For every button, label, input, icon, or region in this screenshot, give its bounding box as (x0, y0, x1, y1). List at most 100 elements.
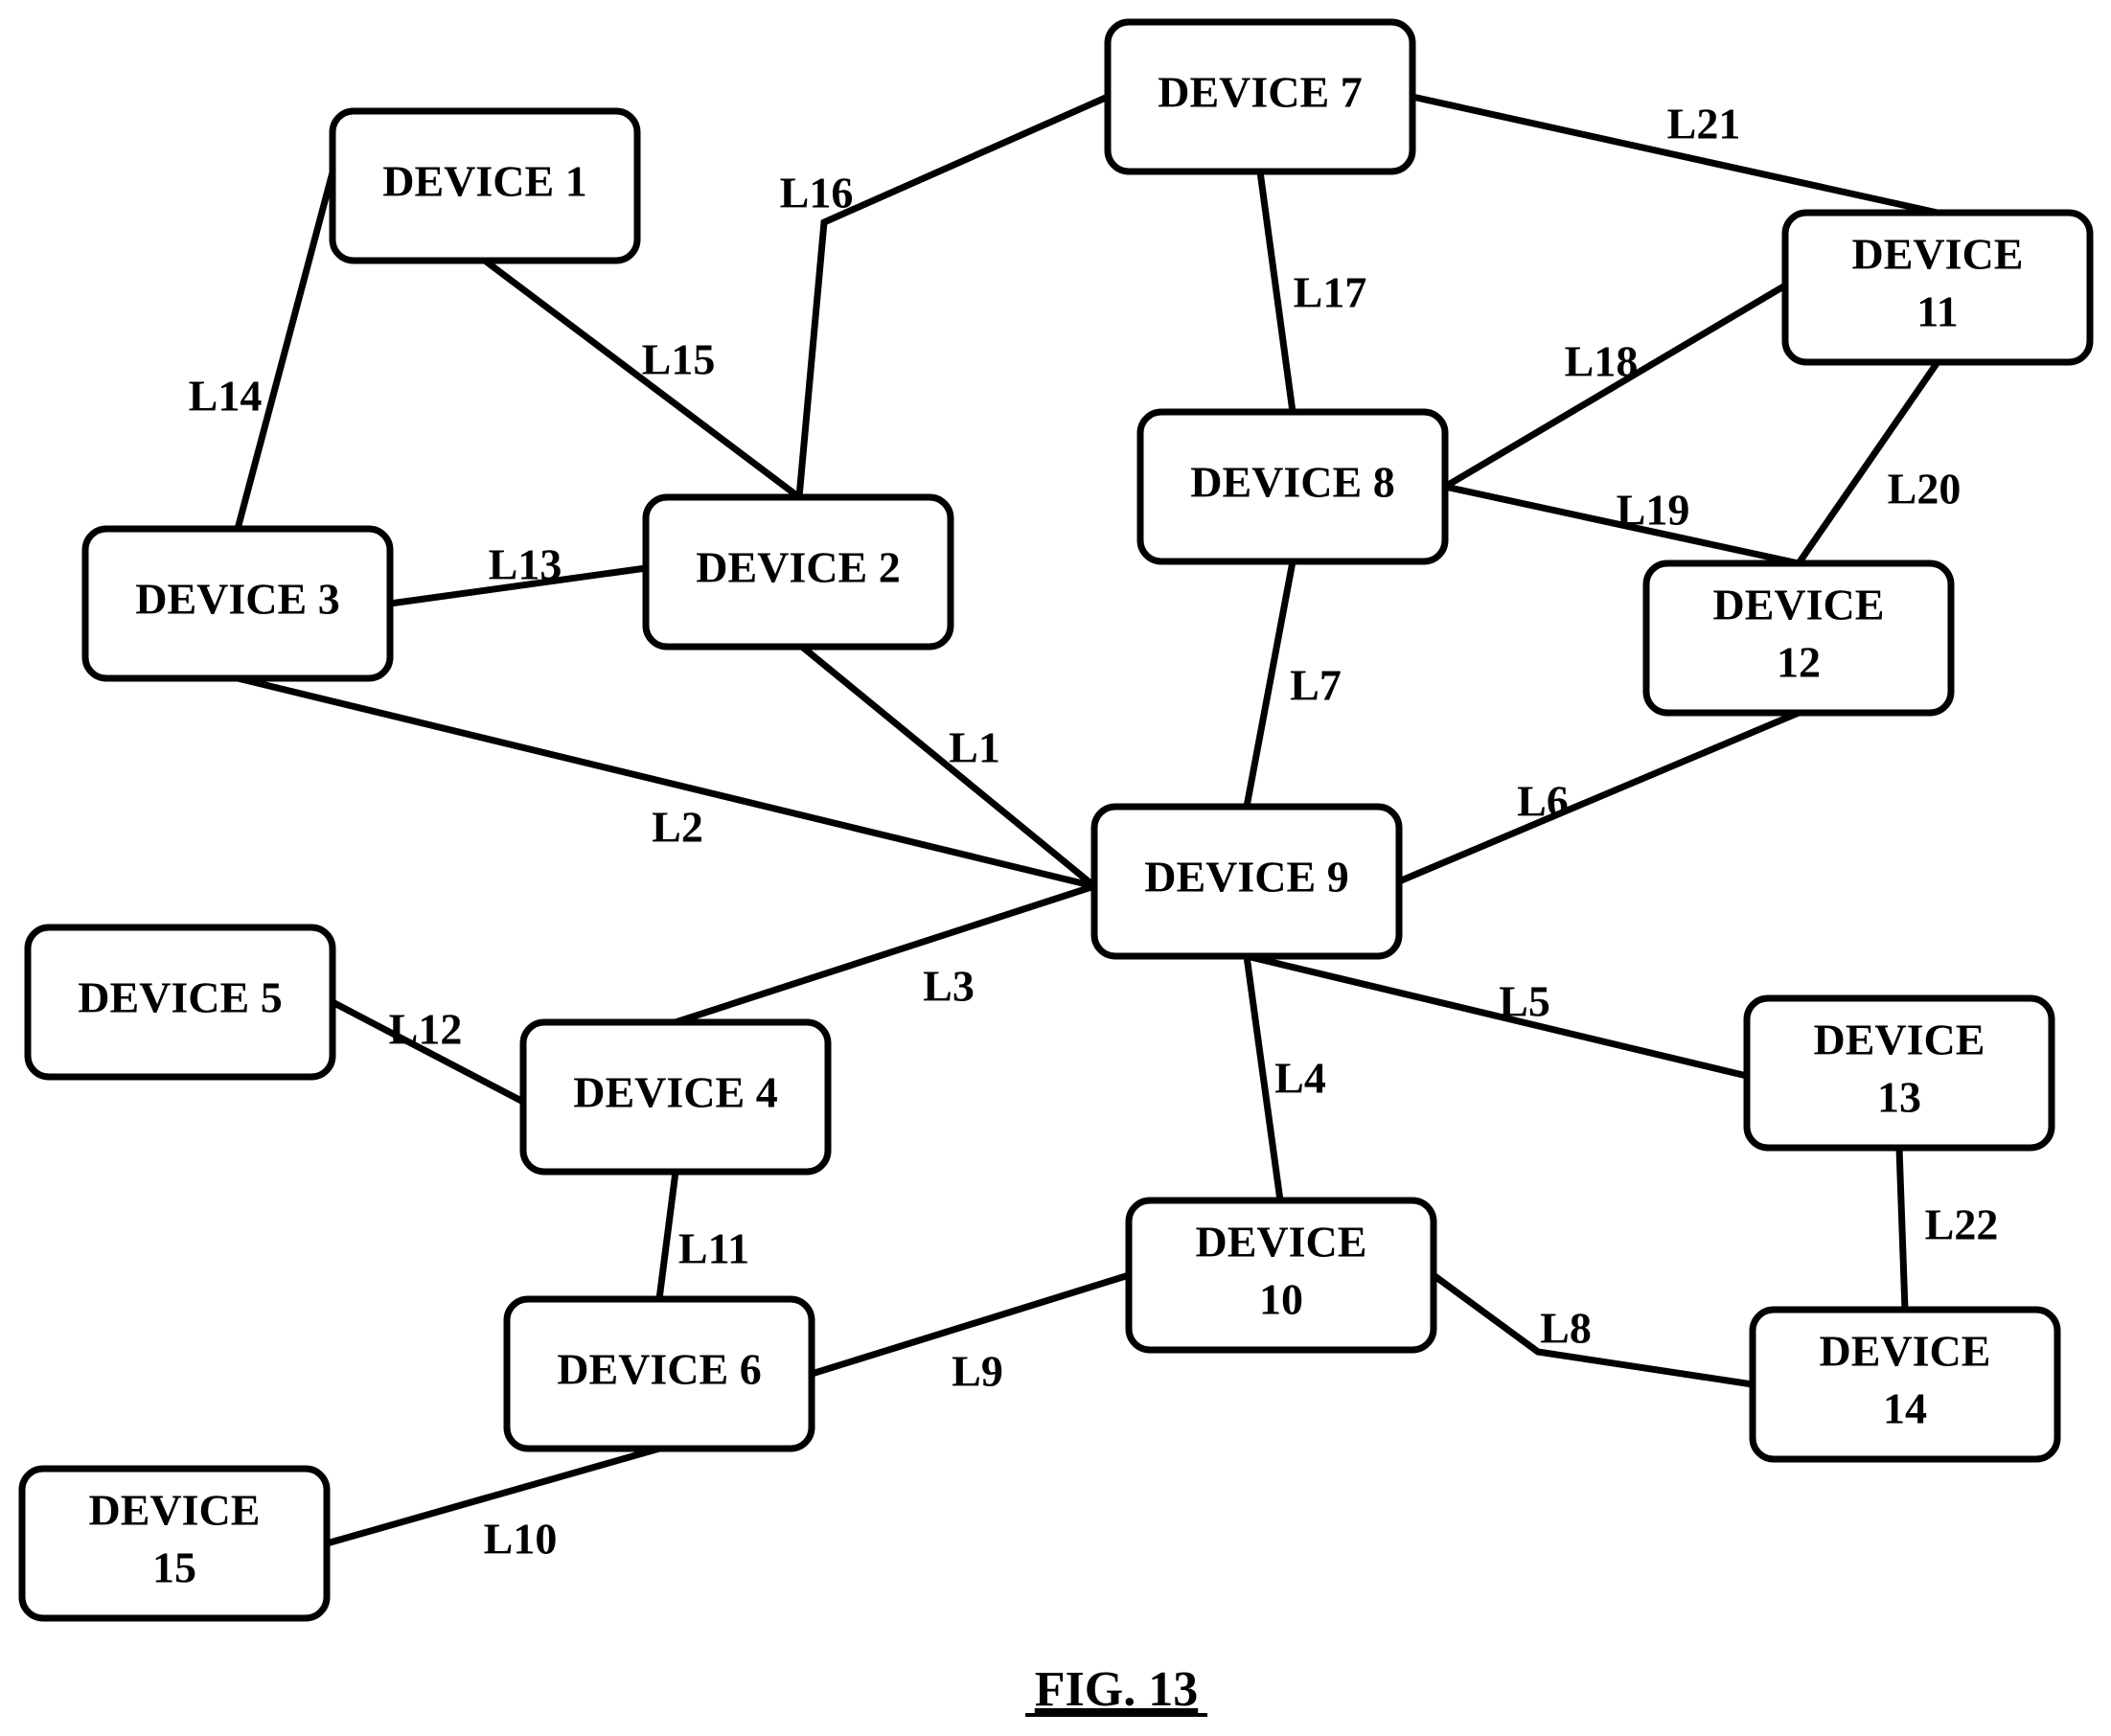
device-box (81, 525, 394, 682)
figure-caption-text: FIG. 13 (1035, 1662, 1198, 1717)
link-l22 (1895, 1147, 1909, 1311)
device-box (1781, 209, 2094, 366)
link-l19 (1444, 483, 1800, 567)
link-l3 (674, 882, 1096, 1026)
device-label: DEVICE (1713, 581, 1885, 629)
device-node-15: DEVICE 15 (18, 1465, 331, 1622)
link-l11 (655, 1171, 679, 1300)
device-box (1136, 408, 1449, 565)
link-label-l20: L20 (1888, 465, 1962, 514)
link-label-l16: L16 (780, 169, 854, 217)
device-label: DEVICE 3 (135, 575, 339, 624)
device-box (1090, 803, 1403, 960)
device-box (1749, 1306, 2061, 1463)
device-label: DEVICE 9 (1144, 853, 1348, 902)
link-label-l4: L4 (1274, 1054, 1326, 1103)
device-label: DEVICE 4 (573, 1068, 777, 1117)
link-label-l8: L8 (1540, 1304, 1592, 1353)
link-l16 (795, 93, 1110, 498)
link-label-l22: L22 (1925, 1200, 1999, 1249)
device-node-1: DEVICE 1 (329, 107, 641, 264)
link-l6 (1397, 709, 1801, 885)
link-l2 (237, 674, 1095, 890)
device-node-11: DEVICE 11 (1781, 209, 2094, 366)
link-label-l1: L1 (949, 723, 1000, 772)
link-l15 (482, 258, 802, 500)
device-box (329, 107, 641, 264)
device-label: DEVICE 6 (557, 1345, 761, 1394)
link-label-l14: L14 (189, 372, 263, 421)
device-label: DEVICE 8 (1190, 458, 1394, 507)
link-label-l13: L13 (489, 540, 562, 589)
device-label: 13 (1877, 1073, 1921, 1122)
link-l8 (1431, 1272, 1754, 1388)
link-label-l10: L10 (484, 1515, 558, 1564)
edge-label-layer: L1L2L3L4L5L6L7L8L9L10L11L12L13L14L15L16L… (189, 100, 1999, 1564)
device-label: DEVICE 2 (696, 543, 900, 592)
device-label: DEVICE 1 (382, 157, 586, 206)
device-node-14: DEVICE 14 (1749, 1306, 2061, 1463)
device-label: DEVICE (1852, 230, 2024, 279)
device-node-2: DEVICE 2 (642, 493, 954, 651)
link-label-l2: L2 (652, 803, 703, 852)
device-node-10: DEVICE 10 (1125, 1197, 1437, 1354)
device-box (18, 1465, 331, 1622)
link-label-l15: L15 (642, 335, 716, 384)
link-l14 (234, 171, 336, 530)
device-label: 10 (1259, 1275, 1303, 1324)
device-node-3: DEVICE 3 (81, 525, 394, 682)
link-label-l3: L3 (923, 962, 975, 1011)
link-l9 (810, 1271, 1131, 1378)
device-box (24, 924, 336, 1081)
link-label-l5: L5 (1499, 977, 1550, 1026)
link-l7 (1243, 560, 1296, 808)
link-label-l19: L19 (1617, 486, 1690, 535)
link-label-l17: L17 (1294, 268, 1367, 317)
device-label: DEVICE 7 (1158, 68, 1362, 117)
device-node-4: DEVICE 4 (519, 1018, 832, 1176)
link-l4 (1243, 955, 1284, 1201)
device-label: DEVICE (1820, 1327, 1991, 1376)
link-l1 (799, 644, 1097, 889)
device-label: DEVICE 5 (78, 973, 282, 1022)
link-label-l6: L6 (1517, 777, 1569, 826)
figure-caption: FIG. 13 (1025, 1662, 1207, 1717)
link-label-l21: L21 (1667, 100, 1741, 148)
device-box (642, 493, 954, 651)
link-l20 (1796, 360, 1940, 565)
device-label: 11 (1916, 287, 1958, 336)
device-node-7: DEVICE 7 (1104, 18, 1416, 175)
link-l12 (331, 998, 525, 1106)
device-node-6: DEVICE 6 (503, 1295, 815, 1452)
device-node-13: DEVICE 13 (1743, 994, 2055, 1152)
link-l10 (326, 1445, 660, 1547)
device-node-12: DEVICE 12 (1642, 560, 1955, 717)
link-l21 (1411, 93, 1939, 217)
link-label-l9: L9 (952, 1347, 1003, 1396)
link-label-l12: L12 (389, 1005, 463, 1054)
device-box (519, 1018, 832, 1176)
edge-layer (234, 93, 1940, 1547)
device-box (1743, 994, 2055, 1152)
device-box (503, 1295, 815, 1452)
device-node-8: DEVICE 8 (1136, 408, 1449, 565)
device-label: 12 (1777, 638, 1821, 687)
device-node-9: DEVICE 9 (1090, 803, 1403, 960)
device-box (1642, 560, 1955, 717)
link-l5 (1246, 952, 1748, 1080)
device-label: 15 (152, 1543, 196, 1592)
device-label: DEVICE (1196, 1218, 1367, 1267)
device-label: DEVICE (1814, 1016, 1985, 1064)
link-l13 (389, 564, 647, 607)
link-label-l11: L11 (678, 1224, 749, 1273)
link-l18 (1443, 282, 1787, 491)
device-label: DEVICE (89, 1486, 261, 1535)
device-box (1125, 1197, 1437, 1354)
device-node-5: DEVICE 5 (24, 924, 336, 1081)
device-label: 14 (1883, 1384, 1927, 1433)
link-label-l18: L18 (1565, 337, 1639, 386)
device-box (1104, 18, 1416, 175)
node-layer: DEVICE 1 DEVICE 2 DEVICE 3 DEVICE 4 DEVICE 5… (18, 18, 2094, 1622)
link-label-l7: L7 (1290, 661, 1342, 710)
